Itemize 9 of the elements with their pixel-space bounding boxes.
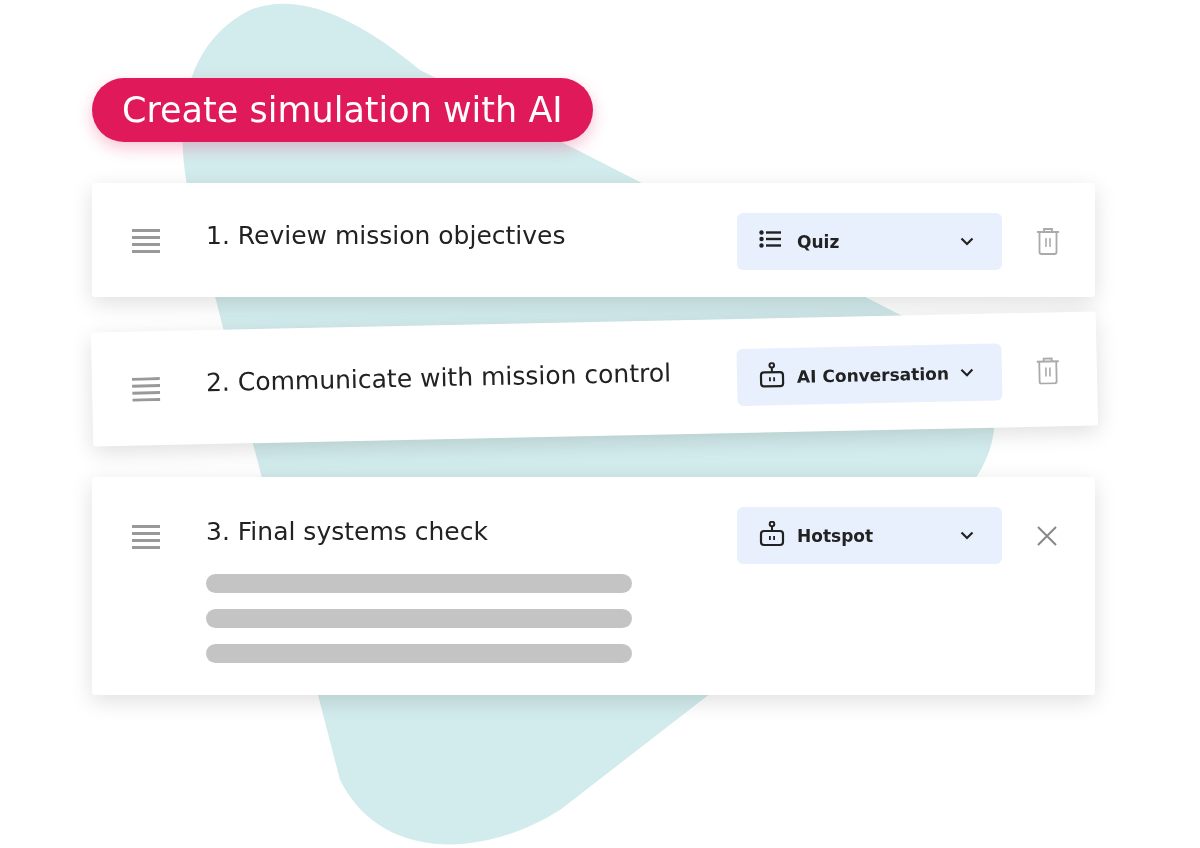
- step-title: 2. Communicate with mission control: [205, 358, 672, 398]
- dropdown-select: Quiz: [737, 213, 1002, 270]
- step-card: [92, 477, 1095, 695]
- dropdown-select: Hotspot: [737, 507, 1002, 564]
- step-title: 3. Final systems check: [206, 517, 488, 546]
- step-title: 1. Review mission objectives: [206, 221, 566, 250]
- dropdown-select: AI Conversation: [736, 343, 1003, 406]
- create-button: Create simulation with AI: [92, 78, 593, 142]
- step-card: [92, 183, 1095, 297]
